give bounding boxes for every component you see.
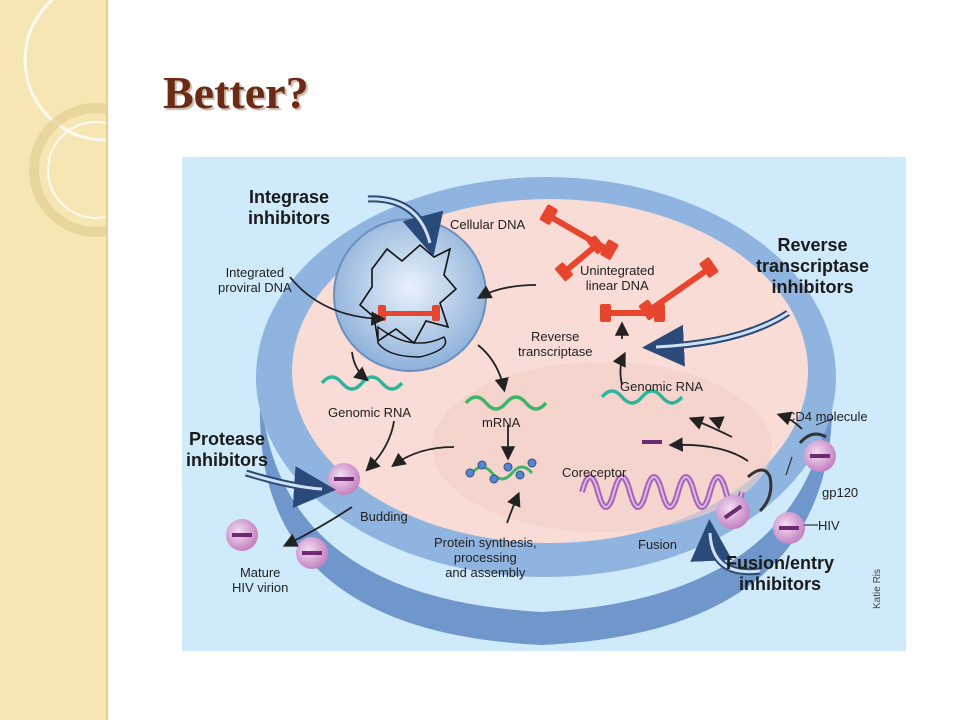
fusion-entry-line-2: inhibitors — [739, 574, 821, 594]
integrase-line-1: Integrase — [248, 187, 330, 207]
integrated-line-1: Integrated — [225, 265, 285, 280]
protein-synthesis-label: Protein synthesis, processing and assemb… — [434, 535, 537, 580]
mature-hiv-virion-label: Mature HIV virion — [232, 565, 288, 595]
coreceptor-coil — [579, 474, 745, 510]
coreceptor-label: Coreceptor — [562, 465, 627, 480]
rt-line-1: Reverse — [531, 329, 580, 344]
process-arrows — [282, 276, 803, 547]
unintegrated-linear-dna-label: Unintegrated linear DNA — [580, 263, 654, 293]
hiv-virions — [226, 432, 836, 569]
protease-line-1: Protease — [188, 429, 266, 449]
slide-sidebar — [0, 0, 108, 720]
diagram-graphics — [226, 177, 836, 645]
protein-line-2: processing — [453, 550, 517, 565]
unintegrated-dna-marks — [539, 204, 719, 322]
sidebar-decoration — [23, 0, 106, 237]
unintegrated-line-1: Unintegrated — [580, 263, 655, 278]
integrase-inhibitors-label: Integrase inhibitors — [248, 187, 330, 229]
protease-inhibitors-label: Protease inhibitors — [186, 429, 268, 471]
fusion-entry-line-1: Fusion/entry — [726, 553, 835, 573]
fusion-entry-inhibitors-label: Fusion/entry inhibitors — [726, 553, 834, 595]
reverse-transcriptase-label: Reverse transcriptase — [518, 329, 592, 359]
integrated-proviral-dna-label: Integrated proviral DNA — [218, 265, 292, 295]
rt-line-2: transcriptase — [518, 344, 593, 359]
mature-line-2: HIV virion — [232, 580, 289, 595]
rt-inhibitors-line-3: inhibitors — [771, 277, 854, 297]
rt-inhibitors-line-1: Reverse — [777, 235, 848, 255]
cd4-molecule-label: CD4 molecule — [786, 409, 868, 424]
gp120-label: gp120 — [822, 485, 859, 500]
nucleus — [333, 218, 487, 372]
fusion-label: Fusion — [638, 537, 678, 552]
protease-line-2: inhibitors — [186, 450, 268, 470]
cellular-dna-label: Cellular DNA — [450, 217, 526, 232]
budding-label: Budding — [360, 509, 408, 524]
mature-line-1: Mature — [239, 565, 281, 580]
rna-strands — [320, 375, 684, 484]
protein-line-3: and assembly — [445, 565, 526, 580]
unintegrated-line-2: linear DNA — [585, 278, 649, 293]
slide-title: Better? — [163, 67, 309, 118]
hiv-lifecycle-diagram: Integrase inhibitors Reverse transcripta… — [182, 157, 906, 651]
hiv-label: HIV — [818, 518, 840, 533]
illustrator-credit: Katie Ris — [872, 568, 883, 609]
protein-line-1: Protein synthesis, — [434, 535, 537, 550]
genomic-rna-right-label: Genomic RNA — [620, 379, 704, 394]
genomic-rna-left-label: Genomic RNA — [328, 405, 412, 420]
integrase-line-2: inhibitors — [248, 208, 330, 228]
rt-inhibitors-line-2: transcriptase — [756, 256, 870, 276]
integrated-line-2: proviral DNA — [218, 280, 292, 295]
reverse-transcriptase-inhibitors-label: Reverse transcriptase inhibitors — [756, 235, 869, 298]
mrna-label: mRNA — [482, 415, 521, 430]
